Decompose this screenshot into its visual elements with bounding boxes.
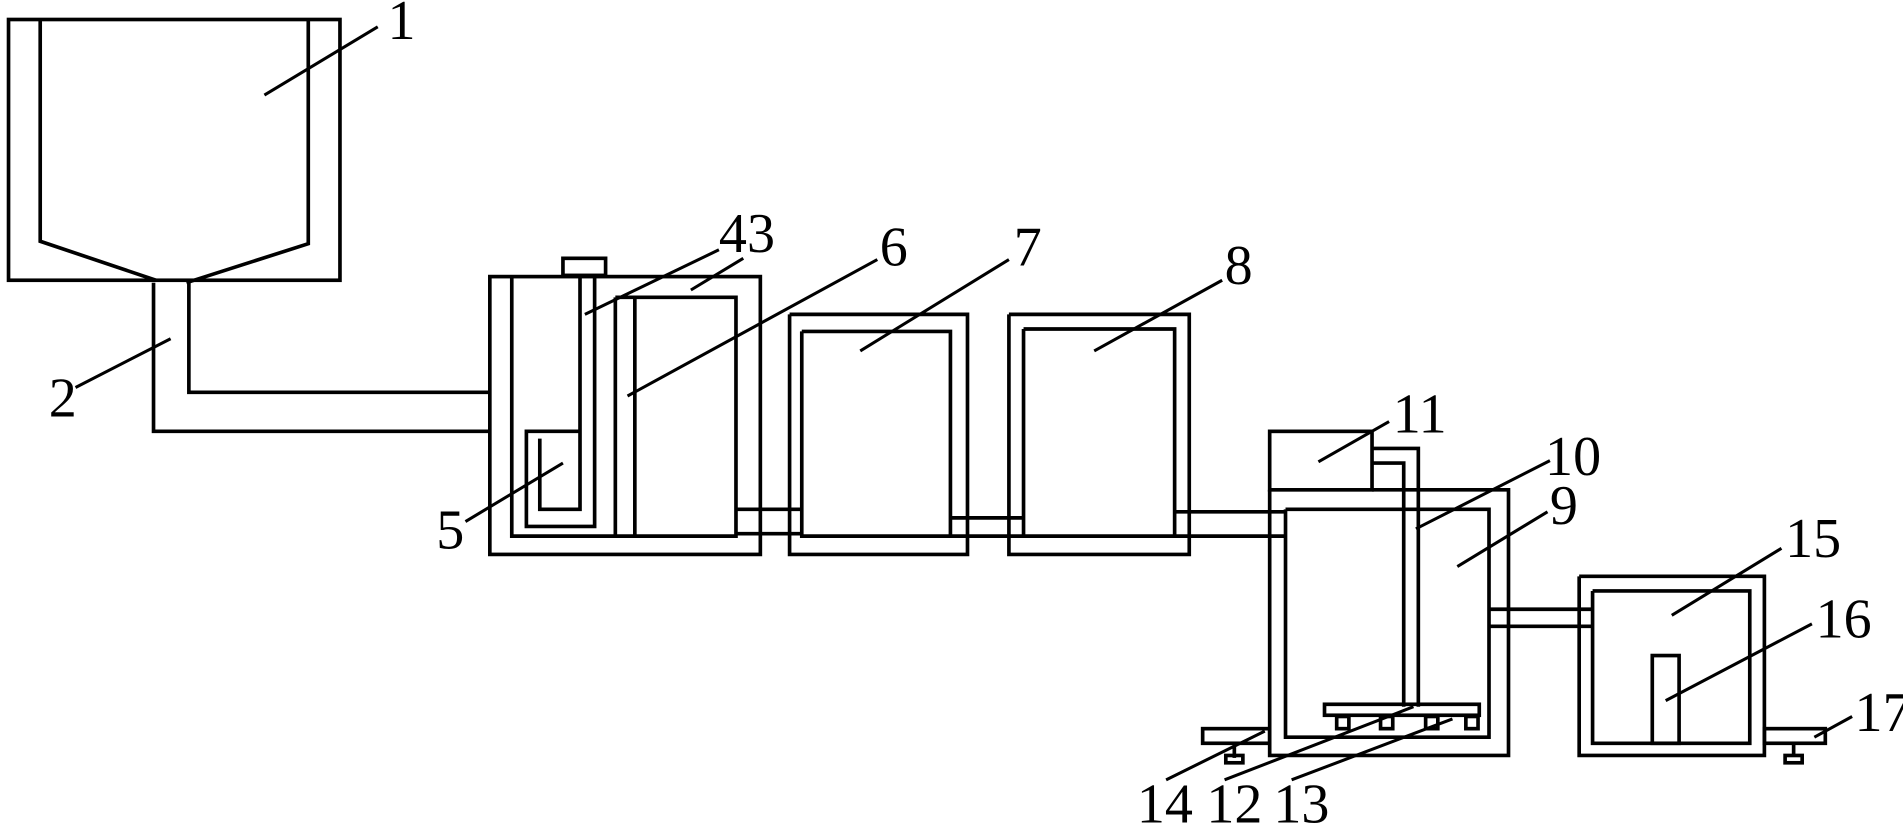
partition-plate [613,297,637,537]
label-7: 7 [1014,217,1042,279]
label-9: 9 [1550,475,1578,537]
label-14: 14 [1137,773,1193,826]
label-10: 10 [1545,426,1601,488]
collection-tank [1577,574,1767,758]
leader-lines [74,25,1853,782]
label-12: 12 [1206,773,1262,826]
label-1: 1 [387,0,415,52]
tank-seven [787,312,970,557]
connector-pipe-c [1174,509,1286,538]
settling-tank [1267,488,1511,758]
outlet-valve-right [1762,726,1828,765]
part-numbers: 1 2 3 4 5 6 7 8 9 10 11 12 13 14 15 16 1… [49,0,1903,826]
hopper-tank [6,17,342,285]
label-6: 6 [880,217,908,279]
label-13: 13 [1273,773,1329,826]
label-3: 3 [747,203,775,265]
connector-pipe-a [735,507,802,536]
inner-column [1650,653,1681,746]
stirring-plate [1322,702,1482,718]
label-4: 4 [719,203,747,265]
connector-pipe-b [950,516,1024,538]
label-16: 16 [1816,588,1872,650]
label-11: 11 [1393,384,1447,446]
label-15: 15 [1785,508,1841,570]
nozzles [1334,714,1480,731]
vertical-pipe [524,276,597,529]
label-8: 8 [1225,235,1253,297]
motor-cap [561,256,608,278]
label-2: 2 [49,368,77,430]
motor-box [1267,429,1421,707]
tank-eight [1007,312,1192,557]
feed-pipe [151,282,490,434]
label-17: 17 [1855,682,1903,744]
first-tank [488,274,763,557]
connector-pipe-d [1489,607,1593,629]
label-5: 5 [436,499,464,561]
